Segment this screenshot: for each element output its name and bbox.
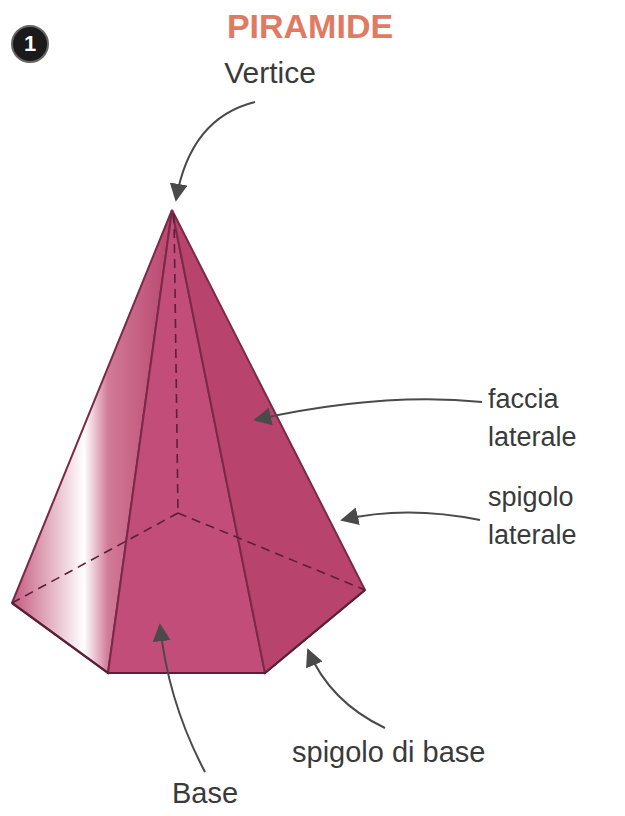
leader-lines [160, 102, 482, 772]
title: PIRAMIDE [160, 6, 460, 47]
right-face [172, 210, 365, 673]
part-label: Vertice [190, 55, 350, 91]
part-label: Base [145, 776, 265, 811]
part-label: spigolo laterale [488, 478, 618, 554]
part-label: faccia laterale [488, 380, 618, 456]
callout-circle [12, 26, 48, 62]
part-label: spigolo di base [292, 735, 592, 770]
callout-number: 1 [12, 26, 48, 62]
